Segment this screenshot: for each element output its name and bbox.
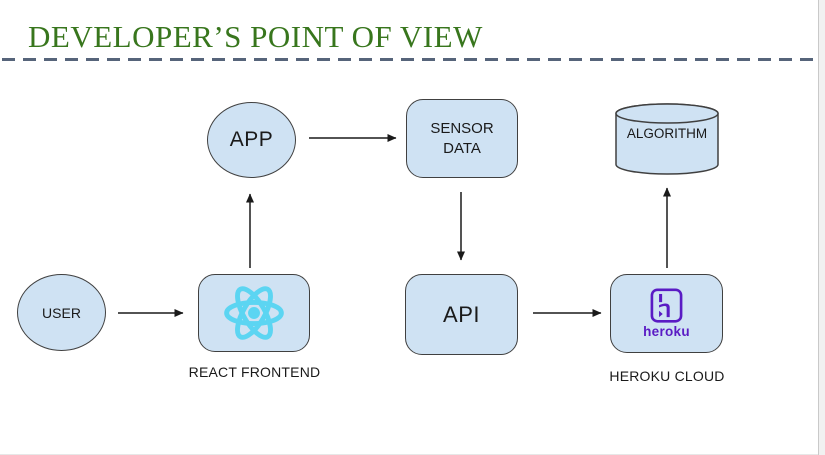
title-divider-dashed-line [2, 58, 815, 61]
node-user: USER [17, 274, 106, 351]
node-sensor-data: SENSOR DATA [406, 99, 518, 178]
node-app-label: APP [229, 128, 274, 151]
node-user-label: USER [42, 304, 81, 321]
node-heroku-cloud: heroku [610, 274, 723, 353]
node-algorithm: ALGORITHM [614, 102, 720, 176]
heroku-icon [650, 288, 683, 323]
node-api-label: API [443, 301, 480, 327]
node-react-frontend [198, 274, 310, 352]
react-frontend-caption: REACT FRONTEND [188, 364, 321, 380]
node-sensor-data-label: SENSOR DATA [430, 120, 494, 157]
page-edge-right [818, 0, 825, 455]
page-title: DEVELOPER’S POINT OF VIEW [28, 19, 483, 54]
heroku-wordmark: heroku [643, 324, 690, 339]
node-algorithm-label: ALGORITHM [626, 126, 708, 141]
node-app: APP [207, 102, 296, 178]
cylinder-shape [615, 103, 719, 175]
react-icon [224, 286, 284, 340]
node-api: API [405, 274, 518, 355]
heroku-cloud-caption: HEROKU CLOUD [609, 368, 725, 384]
